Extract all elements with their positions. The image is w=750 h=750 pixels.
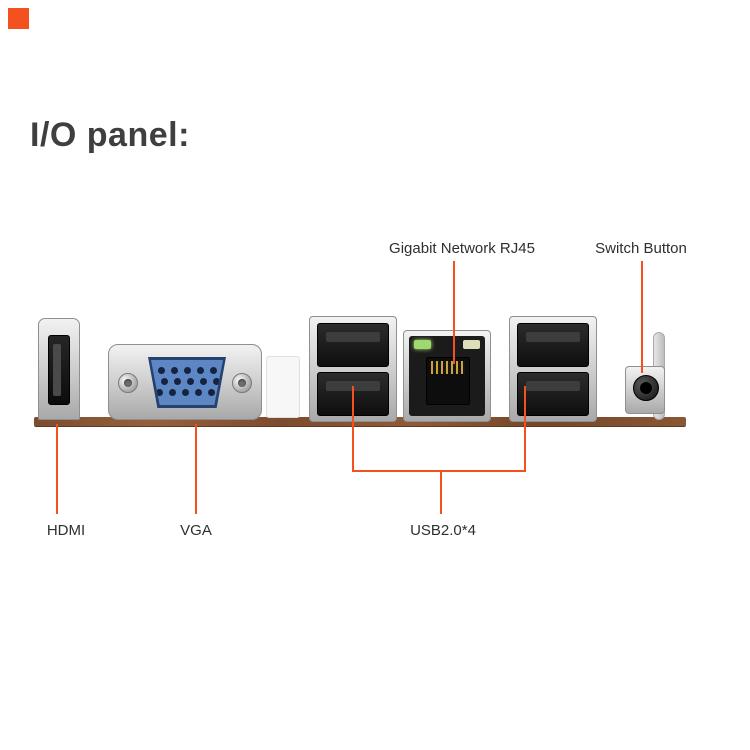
rj45-port	[403, 330, 491, 422]
vga-pin-row	[151, 389, 221, 396]
page-title: I/O panel:	[30, 116, 190, 154]
label-gigabit-network-rj45: Gigabit Network RJ45	[389, 240, 535, 257]
hdmi-port	[38, 318, 80, 420]
callout-line-usb-stem	[440, 470, 442, 514]
rj45-led-green	[414, 340, 431, 349]
usb-port	[517, 372, 589, 416]
vga-pin-hole	[173, 378, 181, 385]
vga-pin-hole	[186, 378, 194, 385]
label-usb: USB2.0*4	[410, 522, 476, 539]
vga-pin-row	[151, 367, 223, 374]
io-shield-fragment	[266, 356, 300, 418]
hdmi-slot	[48, 335, 70, 405]
corner-accent-square	[8, 8, 29, 29]
callout-line-rj45	[453, 261, 455, 364]
rj45-jack-opening	[426, 357, 470, 405]
vga-pin-hole	[183, 367, 191, 374]
hdmi-tongue	[53, 344, 61, 396]
vga-pin-hole	[155, 389, 163, 396]
vga-port	[108, 344, 262, 420]
callout-line-hdmi	[56, 424, 58, 514]
usb-stack-right	[509, 316, 597, 422]
usb-port	[317, 323, 389, 367]
vga-pin-hole	[170, 367, 178, 374]
vga-connector-face	[151, 360, 223, 405]
rj45-face	[409, 336, 485, 416]
vga-pin-hole	[207, 389, 215, 396]
switch-button-cap	[633, 375, 659, 401]
vga-pin-hole	[157, 367, 165, 374]
rj45-gold-pins	[431, 361, 465, 374]
vga-pin-hole	[209, 367, 217, 374]
vga-pin-hole	[160, 378, 168, 385]
label-hdmi: HDMI	[46, 522, 86, 539]
rj45-led-amber	[463, 340, 480, 349]
label-switch-button: Switch Button	[595, 240, 687, 257]
vga-screw-left	[118, 373, 138, 393]
switch-button	[625, 366, 665, 414]
vga-screw-right	[232, 373, 252, 393]
callout-line-usb-bracket	[352, 470, 526, 472]
vga-pin-hole	[194, 389, 202, 396]
callout-line-usb-right	[524, 386, 526, 472]
callout-line-vga	[195, 424, 197, 514]
usb-port	[517, 323, 589, 367]
callout-line-switch	[641, 261, 643, 373]
label-vga: VGA	[180, 522, 212, 539]
vga-pin-hole	[199, 378, 207, 385]
vga-pin-hole	[168, 389, 176, 396]
vga-pin-row	[154, 378, 223, 385]
vga-pin-hole	[212, 378, 220, 385]
vga-pin-hole	[181, 389, 189, 396]
vga-connector	[148, 357, 226, 408]
callout-line-usb-left	[352, 386, 354, 472]
vga-pin-hole	[196, 367, 204, 374]
